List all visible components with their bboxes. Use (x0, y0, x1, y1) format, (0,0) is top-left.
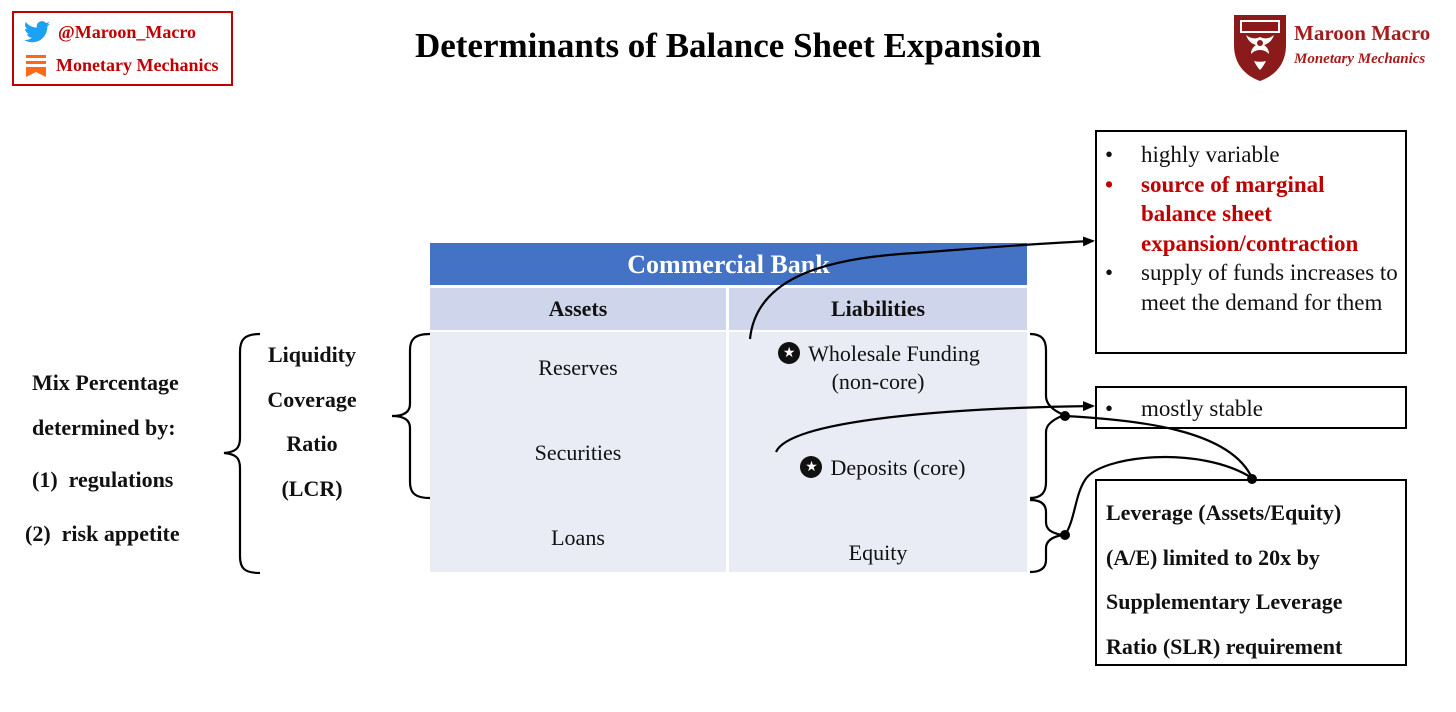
deposits-label: Deposits (core) (830, 455, 966, 480)
wholesale-subtitle: (non-core) (831, 369, 925, 394)
twitter-row[interactable]: @Maroon_Macro (24, 21, 196, 43)
assets-column (430, 332, 726, 572)
deposits-notes-box: mostly stable (1095, 386, 1407, 429)
leverage-notes-box: Leverage (Assets/Equity) (A/E) limited t… (1095, 479, 1407, 666)
substack-icon (26, 55, 46, 77)
connector-dot-equity (1060, 530, 1070, 540)
wholesale-bullet-2: source of marginal balance sheet expansi… (1097, 170, 1405, 259)
asset-reserves: Reserves (538, 355, 618, 380)
star-icon: ★ (778, 341, 801, 364)
connector-dot-wholesale (1060, 411, 1070, 421)
liabilities-column (729, 332, 1027, 572)
liability-deposits: ★ Deposits (core) (763, 455, 1003, 481)
lcr-line-2: Coverage (267, 387, 357, 412)
mix-line-1: Mix Percentage (32, 370, 179, 395)
arrow-deposits-to-notes (774, 401, 1095, 453)
logo-subtitle: Monetary Mechanics (1294, 51, 1426, 67)
right-brace-wholesale (1029, 332, 1067, 500)
left-brace-lcr (391, 332, 431, 500)
star-icon: ★ (800, 455, 823, 478)
leverage-line-3: Supplementary Leverage (1106, 589, 1343, 614)
leverage-connector-upper (1064, 414, 1253, 479)
header-badge: @Maroon_Macro Monetary Mechanics (12, 11, 233, 86)
phoenix-shield-icon (1234, 15, 1286, 81)
right-brace-equity (1029, 498, 1063, 574)
asset-loans: Loans (551, 525, 605, 550)
lcr-line-4: (LCR) (281, 476, 343, 501)
lcr-line-1: Liquidity (267, 342, 357, 367)
liability-equity: Equity (848, 540, 908, 565)
connector-dot-leverage (1247, 474, 1257, 484)
wholesale-bullet-3: supply of funds increases to meet the de… (1097, 258, 1405, 317)
table-title: Commercial Bank (430, 243, 1027, 285)
wholesale-notes-box: highly variable source of marginal balan… (1095, 130, 1407, 354)
liability-wholesale-funding: ★ Wholesale Funding (739, 341, 1019, 367)
maroon-macro-logo: Maroon Macro Monetary Mechanics (1232, 13, 1452, 85)
mix-line-4: (2) risk appetite (25, 521, 180, 546)
lcr-line-3: Ratio (286, 431, 338, 456)
column-header-liabilities: Liabilities (729, 288, 1027, 330)
leverage-line-1: Leverage (Assets/Equity) (1106, 500, 1342, 525)
page-title: Determinants of Balance Sheet Expansion (414, 26, 1042, 65)
left-brace-mix (223, 332, 261, 575)
column-header-assets: Assets (430, 288, 726, 330)
leverage-line-4: Ratio (SLR) requirement (1106, 633, 1343, 659)
leverage-connector-lower (1064, 455, 1253, 536)
twitter-icon (24, 21, 50, 43)
mix-line-2: determined by: (32, 415, 176, 440)
asset-securities: Securities (534, 440, 622, 465)
mix-line-3: (1) regulations (32, 467, 174, 492)
wholesale-bullet-1: highly variable (1097, 140, 1405, 170)
deposits-bullet-1: mostly stable (1097, 394, 1405, 424)
balance-sheet-table: Commercial Bank Assets Liabilities Reser… (430, 243, 1027, 572)
wholesale-label: Wholesale Funding (808, 341, 980, 366)
logo-name: Maroon Macro (1294, 21, 1431, 45)
twitter-handle: @Maroon_Macro (58, 21, 197, 42)
arrow-wholesale-to-notes (748, 236, 1095, 340)
substack-row[interactable]: Monetary Mechanics (24, 53, 218, 77)
substack-name: Monetary Mechanics (56, 54, 219, 75)
leverage-line-2: (A/E) limited to 20x by (1106, 544, 1320, 570)
